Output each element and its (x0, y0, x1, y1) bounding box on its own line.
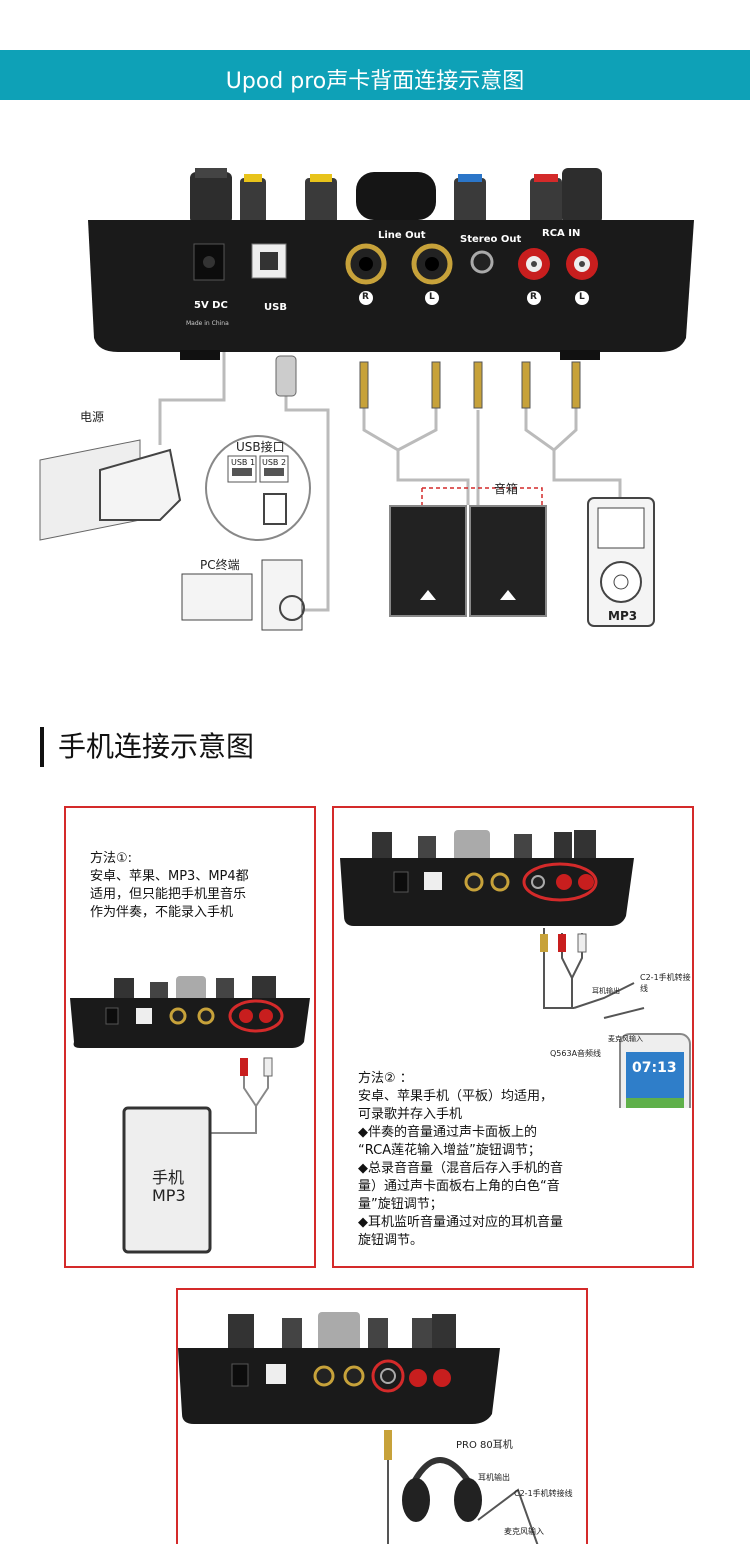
header-banner: Upod pro声卡背面连接示意图 (0, 50, 750, 100)
label-usb2: USB 2 (262, 458, 287, 467)
pc-tower (261, 559, 303, 631)
method1-panel: 方法①: 安卓、苹果、MP3、MP4都 适用，但只能把手机里音乐 作为伴奏，不能… (64, 806, 316, 1268)
label-line-r: R (362, 292, 369, 302)
label-usb-port: USB接口 (236, 440, 285, 454)
label-rca-r: R (530, 292, 537, 302)
method2-phone-time: 07:13 (632, 1060, 677, 1076)
label-mp3: MP3 (608, 609, 638, 623)
label-speaker: 音箱 (494, 482, 519, 496)
connection-diagram (39, 168, 694, 631)
method3-device (178, 1348, 500, 1424)
banner-title: Upod pro声卡背面连接示意图 (225, 69, 525, 94)
pc-monitor (181, 573, 253, 621)
device-knobs (190, 168, 602, 224)
method2-mic-in: 麦克风输入 (608, 1035, 643, 1043)
method2-panel: 07:13 C2-1手机转接线 耳机输出 麦克风输入 Q563A音频线 方法② … (332, 806, 694, 1268)
label-usb1: USB 1 (231, 458, 256, 467)
method1-phone (122, 1106, 212, 1254)
label-power: 电源 (80, 410, 105, 424)
method3-headphone-out: 耳机输出 (478, 1473, 510, 1482)
label-rca-in: RCA IN (542, 228, 581, 239)
label-pc: PC终端 (200, 558, 240, 572)
method3-headphone-label: PRO 80耳机 (456, 1440, 513, 1451)
label-line-l: L (429, 292, 435, 302)
method2-cable-label: C2-1手机转接线 (640, 973, 691, 993)
method3-cable-label: C2-1手机转接线 (514, 1489, 573, 1498)
section-title: 手机连接示意图 (40, 727, 254, 767)
method2-headphone-out: 耳机输出 (592, 987, 620, 995)
label-stereo-out: Stereo Out (460, 234, 522, 245)
method1-text: 方法①: 安卓、苹果、MP3、MP4都 适用，但只能把手机里音乐 作为伴奏，不能… (90, 851, 249, 920)
cables (158, 352, 622, 612)
method2-q563a: Q563A音频线 (550, 1049, 602, 1058)
stereo-out-jack (470, 250, 494, 274)
label-5v-dc: 5V DC (194, 300, 228, 311)
label-line-out: Line Out (378, 230, 426, 241)
method3-panel: PRO 80耳机 耳机输出 C2-1手机转接线 麦克风输入 (176, 1288, 588, 1544)
method3-mic-in: 麦克风输入 (504, 1527, 544, 1536)
usb-port (251, 243, 287, 279)
label-usb: USB (264, 302, 287, 313)
method1-device-label-1: 手机 (152, 1168, 185, 1187)
label-made-in: Made in China (186, 320, 229, 327)
label-rca-l: L (579, 292, 585, 302)
method2-text: 方法② ： 安卓、苹果手机（平板）均适用， 可录歌并存入手机 ◆伴奏的音量通过声… (358, 1071, 563, 1248)
usb-plug (275, 355, 297, 397)
power-adapter (99, 448, 182, 521)
method1-device-label-2: MP3 (152, 1186, 186, 1205)
